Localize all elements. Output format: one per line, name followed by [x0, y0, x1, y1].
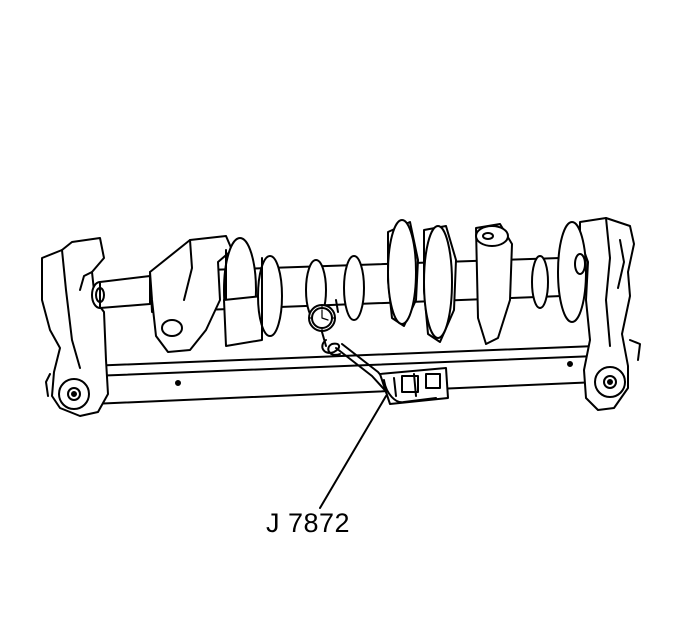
dial-indicator-icon — [308, 299, 339, 347]
crankshaft-support-fixture-icon — [41, 217, 641, 417]
callout-leader-line — [319, 395, 387, 509]
tool-callout-label: J 7872 — [266, 508, 351, 538]
magnetic-base-icon — [321, 339, 449, 405]
crankshaft-icon — [91, 219, 587, 353]
